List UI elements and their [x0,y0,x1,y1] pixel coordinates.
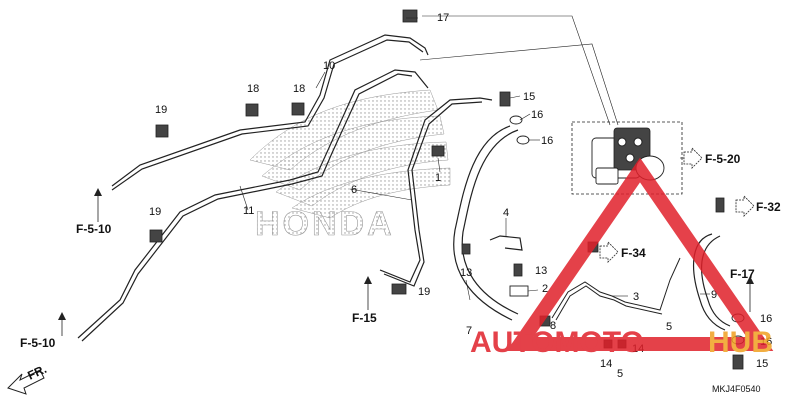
bracket-4 [489,235,523,251]
label-part-16-a: 16 [531,109,543,121]
washer-16-a [509,115,523,125]
label-part-18-right: 18 [293,83,305,95]
ref-f34: F-34 [621,246,646,260]
label-part-8: 8 [550,320,556,332]
label-part-2: 2 [542,283,548,295]
brake-pipe-11 [77,69,429,339]
label-part-18-left: 18 [247,83,259,95]
label-part-3: 3 [633,291,639,303]
label-part-10: 10 [323,60,335,72]
bolt-12 [461,243,471,255]
ref-arrow-f15 [364,276,372,310]
bolt-f32 [715,197,725,213]
brake-hose-7 [453,125,513,321]
front-label: FR. [25,362,48,383]
front-direction-arrow [7,369,45,395]
label-part-19-top: 19 [155,104,167,116]
label-part-15-bottom: 15 [756,358,768,370]
washer-16-b [516,135,530,145]
label-part-5-right: 5 [666,321,672,333]
label-part-1: 1 [435,172,441,184]
bolt-13 [513,263,523,277]
watermark: AUTOMOTO HUB [470,157,774,359]
clamp-18-left [245,103,259,117]
clip-19-top [155,124,169,138]
ref-f5-10-bottom: F-5-10 [20,336,56,350]
watermark-triangle [506,157,774,351]
ref-arrow-f5-10-bottom [58,312,66,336]
honda-wing-logo: HONDA [249,89,451,243]
clamp-18-right [291,102,305,116]
clamp-1 [431,145,445,157]
label-part-12: 13 [460,267,472,279]
label-part-15-top: 15 [523,91,535,103]
ref-arrow-f32 [735,195,755,217]
watermark-text-orange: HUB [708,326,773,359]
label-part-14-a: 14 [600,358,612,370]
label-part-11: 11 [243,205,254,217]
ref-arrow-f5-20 [683,147,703,169]
ref-f5-20: F-5-20 [705,152,741,166]
ref-f17: F-17 [730,267,755,281]
clip-19-bottom [391,283,407,295]
label-part-7: 7 [466,325,472,337]
label-part-9: 9 [711,289,717,301]
label-part-19-bottom: 19 [418,286,430,298]
ref-arrow-f5-10-left [94,188,102,222]
clip-17 [402,9,418,23]
diagram-code: MKJ4F0540 [712,384,761,394]
clip-19-mid [149,229,163,243]
ref-f32: F-32 [756,200,781,214]
label-part-5-bottom: 5 [617,368,623,380]
watermark-text-red: AUTOMOTO [470,326,644,359]
label-part-13: 13 [535,265,547,277]
ref-arrow-f34 [599,241,619,263]
label-part-6: 6 [351,184,357,196]
joint-2 [509,285,529,297]
brake-pipe-10 [111,34,429,187]
label-part-17: 17 [437,12,449,24]
label-part-16-c: 16 [760,313,772,325]
bolt-15-top [499,91,511,107]
ref-arrow-f17 [746,276,754,312]
bolt-15-bottom [732,354,744,370]
label-part-16-b: 16 [541,135,553,147]
ref-f5-10-left: F-5-10 [76,222,112,236]
ref-f15: F-15 [352,311,377,325]
honda-logo-text: HONDA [255,205,395,243]
brake-pipe-6 [379,97,493,283]
label-part-19-mid: 19 [149,206,161,218]
label-part-4: 4 [503,207,509,219]
